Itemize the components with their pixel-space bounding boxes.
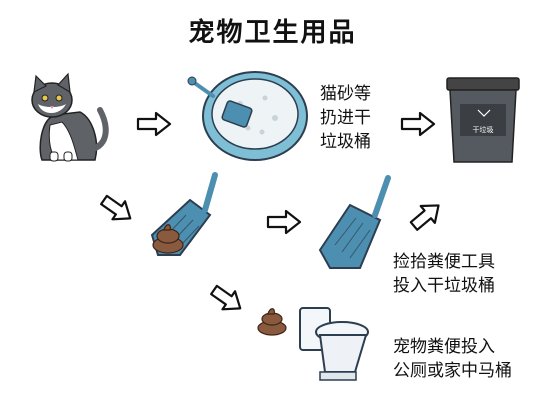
arrow-icon	[266, 209, 302, 235]
toilet-icon	[299, 307, 369, 381]
arrow-icon	[96, 189, 138, 229]
toilet-line: 公厕或家中马桶	[393, 361, 512, 381]
poop-icon	[152, 224, 184, 254]
arrow-icon	[206, 279, 248, 319]
scoop-icon	[187, 76, 253, 128]
tool-step-text: 捡拾粪便工具 投入干垃圾桶	[393, 250, 543, 298]
litter-line: 垃圾桶	[320, 132, 371, 152]
cat-icon	[31, 72, 109, 162]
arrow-icon	[405, 195, 447, 236]
litter-line: 扔进干	[320, 108, 371, 128]
toilet-line: 宠物粪便投入	[393, 337, 495, 357]
page-title: 宠物卫生用品	[188, 18, 357, 48]
litter-box-icon	[187, 71, 308, 161]
bin-label: 干垃圾	[473, 125, 494, 134]
toilet-step-text: 宠物粪便投入 公厕或家中马桶	[393, 335, 543, 383]
tool-line: 投入干垃圾桶	[393, 276, 495, 296]
poop-icon	[257, 308, 287, 336]
arrow-icon	[400, 111, 436, 137]
arrow-icon	[136, 111, 172, 137]
trash-bin-icon: 干垃圾	[446, 77, 520, 163]
litter-step-text: 猫砂等 扔进干 垃圾桶	[320, 82, 390, 154]
litter-line: 猫砂等	[320, 84, 371, 104]
scoop-icon	[318, 175, 391, 269]
tool-line: 捡拾粪便工具	[393, 252, 495, 272]
